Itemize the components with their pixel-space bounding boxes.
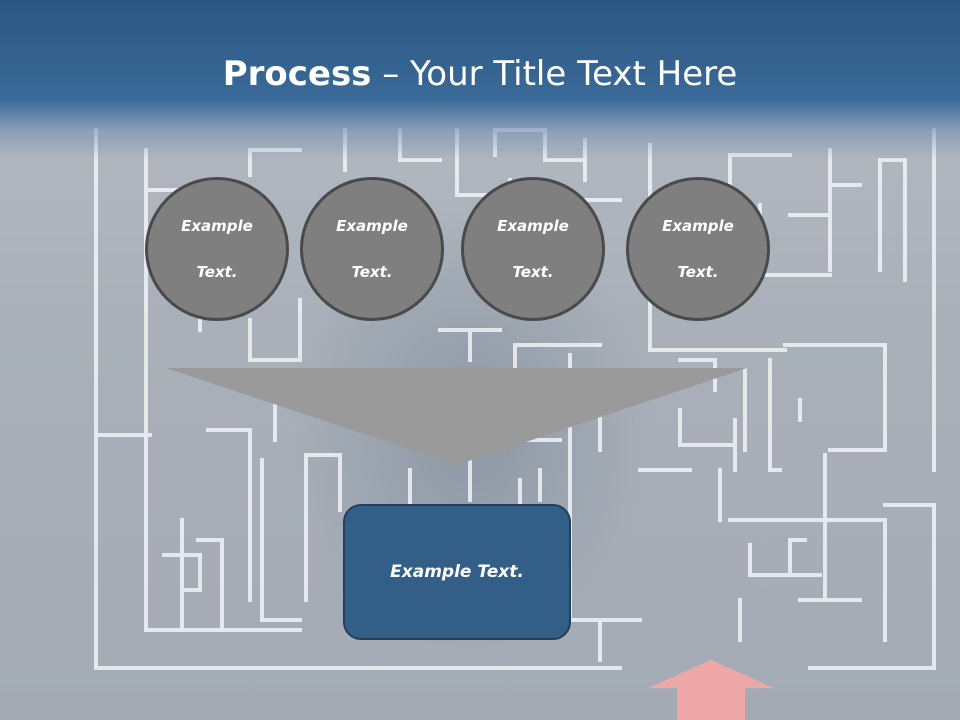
result-box-text: Example Text. — [390, 562, 524, 582]
title-bar — [0, 0, 960, 160]
result-box[interactable]: Example Text. — [343, 504, 571, 640]
up-arrow-icon — [648, 660, 774, 720]
slide-title: Process – Your Title Text Here — [0, 52, 960, 96]
title-rest: – Your Title Text Here — [371, 54, 738, 94]
title-bold: Process — [222, 54, 372, 94]
